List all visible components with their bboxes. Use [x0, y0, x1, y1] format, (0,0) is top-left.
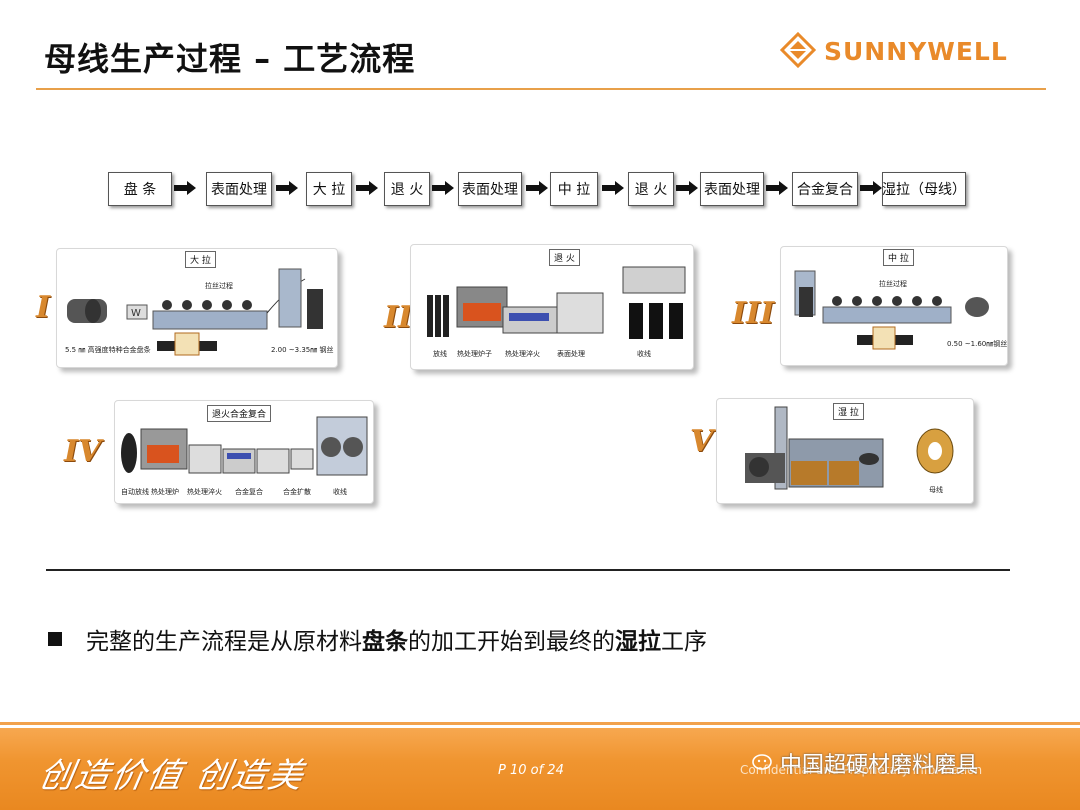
wechat-icon	[752, 754, 772, 770]
flow-arrow-icon	[526, 181, 548, 195]
panel-caption: 5.5 ㎜ 高强度特种合金盘条	[65, 346, 151, 354]
flow-step-5: 表面处理	[458, 172, 522, 206]
bullet-text: 完整的生产流程是从原材料盘条的加工开始到最终的湿拉工序	[86, 622, 707, 656]
bullet-text-part: 完整的生产流程是从原材料	[86, 629, 362, 655]
flow-arrow-icon	[276, 181, 298, 195]
flow-arrow-icon	[676, 181, 698, 195]
flow-step-6: 中 拉	[550, 172, 598, 206]
panel-sublabel: 拉丝过程	[879, 280, 907, 288]
panel-caption: 母线	[929, 486, 943, 494]
roman-numeral-4: IV	[64, 434, 102, 469]
bullet-bold-term: 盘条	[362, 629, 408, 655]
panel-caption: 表面处理	[557, 350, 585, 358]
watermark-text: 中国超硬材磨料磨具	[780, 753, 979, 778]
process-panel-wet-drawing: 湿 拉 母线	[716, 398, 974, 504]
bullet-bold-term: 湿拉	[615, 629, 661, 655]
process-panel-annealing-alloy-clad: 退火合金复合 自动放线 热处理炉 热处理淬火 合金复合 合金扩散 收线	[114, 400, 374, 504]
flow-step-2: 表面处理	[206, 172, 272, 206]
panel-caption: 合金扩散	[283, 488, 311, 496]
watermark: 中国超硬材磨料磨具	[748, 747, 978, 779]
bullet-square-icon	[48, 632, 62, 646]
page-number: P 10 of 24	[498, 763, 564, 778]
bullet-text-part: 的加工开始到最终的	[408, 629, 615, 655]
roman-numeral-2: II	[384, 300, 413, 335]
panel-tag: 退火合金复合	[207, 405, 272, 422]
panel-caption: 热处理淬火	[505, 350, 540, 358]
panel-caption: 2.00 ~3.35㎜ 钢丝	[271, 346, 334, 354]
wet-drawing-machine-illustration	[745, 406, 954, 490]
content-divider	[46, 569, 1010, 571]
rough-drawing-machine-illustration: W	[67, 268, 323, 356]
footer-slogan: 创造价值 创造美	[35, 756, 308, 796]
flow-step-8: 表面处理	[700, 172, 764, 206]
roman-numeral-5: V	[690, 424, 714, 459]
panel-caption: 合金复合	[235, 488, 263, 496]
flow-arrow-icon	[174, 181, 196, 195]
svg-text:W: W	[131, 308, 141, 319]
panel-caption: 0.50 ~1.60㎜钢丝	[947, 340, 1008, 348]
panel-tag: 中 拉	[883, 249, 914, 266]
panel-caption: 收线	[333, 488, 347, 496]
logo-diamond-icon	[779, 31, 817, 69]
flow-arrow-icon	[766, 181, 788, 195]
bullet-text-part: 工序	[661, 629, 707, 655]
flow-step-3: 大 拉	[306, 172, 352, 206]
process-panel-annealing: 退 火 放线 热处理炉子 热处理淬火 表面处理 收线	[410, 244, 694, 370]
flow-step-9: 合金复合	[792, 172, 858, 206]
summary-bullet: 完整的生产流程是从原材料盘条的加工开始到最终的湿拉工序	[48, 622, 707, 656]
panel-sublabel: 拉丝过程	[205, 282, 233, 290]
panel-tag: 大 拉	[185, 251, 216, 268]
panel-tag: 退 火	[549, 249, 580, 266]
panel-caption: 热处理炉	[151, 488, 179, 496]
intermediate-drawing-machine-illustration	[794, 270, 989, 350]
roman-numeral-3: III	[732, 296, 775, 331]
company-logo: SUNNYWELL	[779, 31, 1050, 69]
title-divider	[36, 88, 1046, 90]
panel-caption: 热处理炉子	[457, 350, 492, 358]
flow-step-4: 退 火	[384, 172, 430, 206]
logo-text: SUNNYWELL	[824, 37, 1008, 66]
footer-bar	[0, 728, 1080, 810]
panel-caption: 收线	[637, 350, 651, 358]
confidential-notice: Confidential and Proprietary Information	[740, 763, 983, 777]
page-title: 母线生产过程 – 工艺流程	[44, 40, 416, 78]
flow-step-10: 湿拉（母线）	[882, 172, 966, 206]
flow-step-7: 退 火	[628, 172, 674, 206]
panel-caption: 自动放线	[121, 488, 149, 496]
process-panel-rough-drawing: 大 拉 拉丝过程 W 5.5 ㎜ 高强度特种合金盘条 2.00 ~3.35㎜ 钢…	[56, 248, 338, 368]
flow-step-1: 盘 条	[108, 172, 172, 206]
panel-tag: 湿 拉	[833, 403, 864, 420]
flow-arrow-icon	[602, 181, 624, 195]
panel-caption: 热处理淬火	[187, 488, 222, 496]
flow-arrow-icon	[432, 181, 454, 195]
process-panel-intermediate-drawing: 中 拉 拉丝过程 0.50 ~1.60㎜钢丝	[780, 246, 1008, 366]
footer-top-line	[0, 722, 1080, 725]
roman-numeral-1: I	[36, 290, 51, 325]
flow-arrow-icon	[356, 181, 378, 195]
alloy-clad-line-illustration	[121, 416, 368, 476]
annealing-line-illustration	[427, 266, 686, 339]
panel-caption: 放线	[433, 350, 447, 358]
flow-arrow-icon	[860, 181, 882, 195]
